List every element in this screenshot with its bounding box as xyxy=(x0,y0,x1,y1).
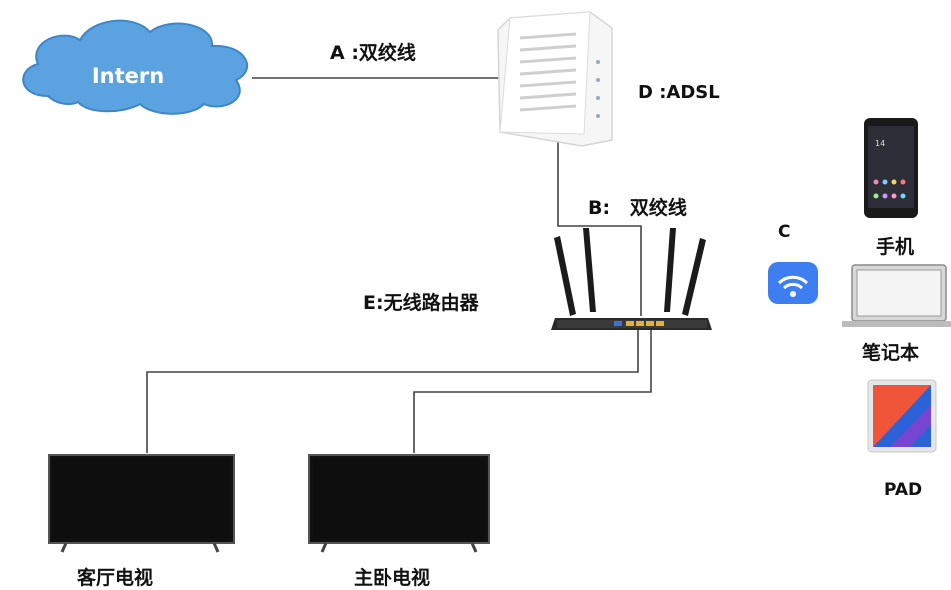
router-label: E:无线路由器 xyxy=(363,292,479,314)
link-c-label: C xyxy=(778,222,791,242)
laptop-label: 笔记本 xyxy=(862,342,920,364)
cable-to-bedroom-tv xyxy=(413,330,652,453)
living-room-tv-icon xyxy=(48,454,235,553)
internet-cloud: Intern xyxy=(22,19,248,115)
wireless-router-icon xyxy=(551,228,712,330)
tablet-icon xyxy=(867,379,937,453)
link-b-cable xyxy=(557,140,642,316)
phone-icon: 14 xyxy=(864,118,918,218)
bedroom-tv-icon xyxy=(308,454,490,553)
adsl-modem-icon xyxy=(497,11,613,147)
cloud-label: Intern xyxy=(92,64,164,88)
connection-lines xyxy=(146,77,652,453)
link-b-label: B: 双绞线 xyxy=(588,197,687,219)
link-a-label: A :双绞线 xyxy=(330,42,416,64)
pad-label: PAD xyxy=(884,480,923,500)
cloud-shape xyxy=(22,19,248,115)
tv-living-label: 客厅电视 xyxy=(77,567,154,589)
phone-label: 手机 xyxy=(876,236,915,258)
wifi-badge-icon xyxy=(768,262,818,304)
laptop-icon xyxy=(842,264,951,327)
svg-text:14: 14 xyxy=(875,139,885,148)
adsl-label: D :ADSL xyxy=(638,82,720,103)
tv-bedroom-label: 主卧电视 xyxy=(354,567,431,589)
cable-to-living-tv xyxy=(146,330,639,453)
